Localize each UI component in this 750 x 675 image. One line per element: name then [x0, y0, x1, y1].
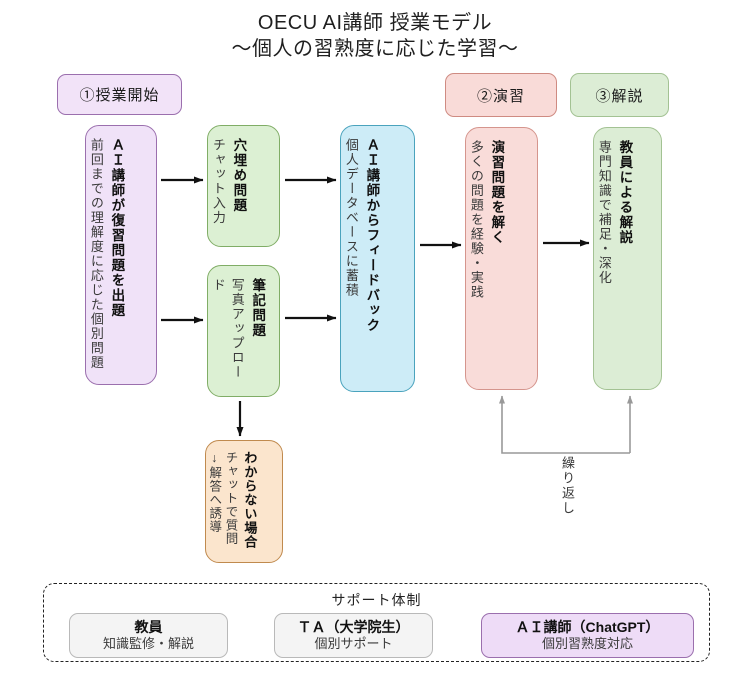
node-ai-feedback-text: ＡＩ講師からフィードバック 個人データベースに蓄積: [341, 126, 390, 391]
node-teacher-explanation: 教員による解説 専門知識で補足・深化: [593, 127, 662, 390]
phase-label-class-start-text: ①授業開始: [79, 87, 160, 104]
phase-label-exercise: ②演習: [445, 73, 557, 117]
support-section-title: サポート体制: [331, 592, 422, 608]
node-ai-feedback-subtitle: 個人データベースに蓄積: [343, 138, 359, 298]
support-member-teacher-subtitle: 知識監修・解説: [102, 636, 194, 652]
node-written-question-subtitle: 写真アップロード: [210, 278, 245, 380]
phase-label-explanation: ③解説: [570, 73, 669, 117]
node-review-question: ＡＩ講師が復習問題を出題 前回までの理解度に応じた個別問題: [85, 125, 157, 385]
support-section: サポート体制 教員 知識監修・解説 ＴＡ（大学院生） 個別サポート ＡＩ講師（C…: [43, 583, 710, 662]
node-when-stuck-text: わからない場合 チャットで質問 ↓解答へ誘導: [206, 441, 263, 562]
support-member-ai-lecturer-subtitle: 個別習熟度対応: [541, 636, 633, 652]
node-teacher-explanation-subtitle: 専門知識で補足・深化: [596, 140, 612, 285]
node-fill-in-question: 穴埋め問題 チャット入力: [207, 125, 280, 247]
node-fill-in-question-subtitle: チャット入力: [210, 138, 226, 225]
node-when-stuck-title: わからない場合: [242, 451, 258, 549]
node-solve-exercises-text: 演習問題を解く 多くの問題を経験・実践: [466, 128, 515, 389]
node-solve-exercises-subtitle: 多くの問題を経験・実践: [468, 140, 484, 300]
node-ai-feedback-title: ＡＩ講師からフィードバック: [364, 138, 380, 333]
support-member-ta-subtitle: 個別サポート: [314, 636, 393, 652]
node-review-question-title: ＡＩ講師が復習問題を出題: [109, 138, 125, 318]
support-member-ai-lecturer-title: ＡＩ講師（ChatGPT）: [515, 618, 660, 635]
node-written-question-text: 筆記問題 写真アップロード: [208, 266, 276, 396]
node-written-question-title: 筆記問題: [250, 278, 266, 338]
phase-label-class-start: ①授業開始: [57, 74, 182, 115]
node-when-stuck-subtitle: チャットで質問: [223, 451, 238, 546]
node-fill-in-question-text: 穴埋め問題 チャット入力: [208, 126, 257, 246]
loop-label: 繰り返し: [560, 456, 575, 516]
node-teacher-explanation-title: 教員による解説: [617, 140, 633, 245]
loop-line-to-exercise: [499, 395, 630, 454]
phase-label-explanation-text: ③解説: [595, 87, 644, 105]
node-teacher-explanation-text: 教員による解説 専門知識で補足・深化: [594, 128, 643, 389]
node-review-question-text: ＡＩ講師が復習問題を出題 前回までの理解度に応じた個別問題: [86, 126, 135, 384]
support-member-teacher: 教員 知識監修・解説: [69, 613, 228, 658]
node-review-question-subtitle: 前回までの理解度に応じた個別問題: [88, 138, 104, 370]
node-fill-in-question-title: 穴埋め問題: [231, 138, 247, 213]
support-member-teacher-title: 教員: [134, 618, 163, 635]
page-title: OECU AI講師 授業モデル ～個人の習熟度に応じた学習～: [0, 10, 750, 62]
support-member-ai-lecturer: ＡＩ講師（ChatGPT） 個別習熟度対応: [481, 613, 694, 658]
node-when-stuck: わからない場合 チャットで質問 ↓解答へ誘導: [205, 440, 283, 563]
node-ai-feedback: ＡＩ講師からフィードバック 個人データベースに蓄積: [340, 125, 415, 392]
phase-label-exercise-text: ②演習: [476, 87, 525, 105]
node-when-stuck-subtitle2: ↓解答へ誘導: [207, 451, 222, 534]
node-written-question: 筆記問題 写真アップロード: [207, 265, 280, 397]
support-member-ta-title: ＴＡ（大学院生）: [297, 618, 410, 635]
support-member-ta: ＴＡ（大学院生） 個別サポート: [274, 613, 433, 658]
title-line2: ～個人の習熟度に応じた学習～: [231, 38, 519, 60]
title-line1: OECU AI講師 授業モデル: [257, 12, 493, 34]
node-solve-exercises: 演習問題を解く 多くの問題を経験・実践: [465, 127, 538, 390]
node-solve-exercises-title: 演習問題を解く: [489, 140, 505, 245]
